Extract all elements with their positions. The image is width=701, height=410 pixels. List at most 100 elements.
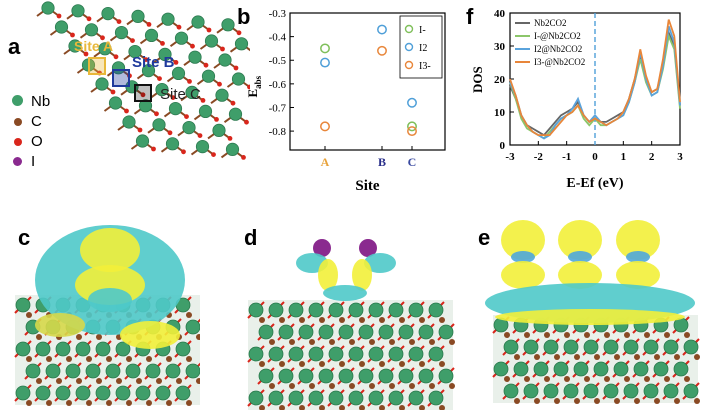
nb-atom: [165, 137, 180, 151]
legend-label: I3-@Nb2CO2: [534, 57, 585, 67]
data-point: [320, 121, 330, 132]
nb-atom: [161, 12, 175, 26]
depletion-region: [88, 288, 132, 312]
site-b-label: Site B: [132, 54, 175, 71]
nb-atom: [398, 368, 414, 384]
site-c-label: Site C: [160, 86, 201, 103]
o-atom: [230, 100, 236, 106]
nb-atom: [198, 104, 213, 119]
o-atom: [130, 38, 135, 43]
o-atom: [70, 32, 75, 38]
nb-atom: [428, 302, 444, 318]
c-atom: [584, 332, 590, 338]
y-tick-label: -0.7: [269, 102, 287, 114]
nb-atom: [25, 363, 41, 379]
c-atom: [76, 334, 82, 340]
c-atom: [359, 361, 365, 367]
o-atom: [143, 57, 149, 62]
nb-atom: [298, 368, 314, 384]
c-atom: [196, 334, 200, 340]
c-atom: [309, 383, 315, 389]
y-tick-label: -0.8: [269, 126, 287, 138]
y-tick-label: -0.4: [269, 32, 287, 44]
c-atom-icon: [14, 118, 22, 126]
nb-atom: [171, 66, 186, 81]
c-atom: [594, 398, 600, 404]
nb-atom: [182, 121, 196, 135]
o-atom: [203, 62, 209, 68]
nb-atom: [248, 302, 264, 318]
y-axis-label: Eabs: [245, 75, 263, 97]
c-atom: [86, 356, 92, 362]
nb-atom: [115, 385, 131, 401]
c-atom: [96, 334, 102, 340]
x-tick-label: -2: [534, 151, 544, 163]
nb-atom: [35, 341, 51, 357]
nb-atom: [98, 42, 112, 56]
nb-atom: [328, 390, 344, 406]
o-atom: [211, 152, 216, 158]
o-atom: [173, 60, 179, 65]
c-atom: [329, 383, 335, 389]
c-atom: [56, 378, 62, 384]
depletion-region: [568, 251, 592, 263]
nb-atom: [84, 23, 99, 37]
c-atom: [564, 376, 570, 382]
c-atom: [26, 356, 32, 362]
c-atom: [166, 400, 172, 406]
c-atom: [259, 317, 265, 323]
c-atom: [359, 317, 365, 323]
nb-atom: [75, 385, 91, 401]
c-atom: [289, 383, 295, 389]
nb-atom: [201, 69, 216, 83]
nb-atom: [188, 50, 202, 64]
y-tick-label: 20: [494, 74, 506, 86]
o-atom: [100, 35, 105, 41]
panel-e: e: [478, 205, 701, 410]
c-atom: [654, 354, 660, 360]
nb-atom: [543, 383, 559, 399]
y-tick-label: 40: [494, 8, 506, 20]
nb-atom: [388, 302, 404, 318]
nb-atom: [358, 324, 374, 340]
nb-atom: [643, 383, 659, 399]
data-point: [377, 45, 387, 56]
nb-atom: [174, 31, 189, 45]
c-atom: [299, 317, 305, 323]
legend-item-c: C: [12, 112, 50, 132]
legend-item-nb: Nb: [12, 92, 50, 112]
o-atom: [151, 146, 156, 152]
nb-atom: [212, 123, 226, 137]
nb-atom: [623, 383, 639, 399]
nb-atom: [144, 28, 159, 43]
site-a-marker: [88, 57, 106, 75]
nb-atom: [633, 361, 649, 377]
c-atom: [269, 383, 275, 389]
nb-atom: [15, 385, 31, 401]
c-atom: [514, 354, 520, 360]
nb-atom-icon: [12, 95, 23, 106]
c-atom: [389, 383, 395, 389]
nb-atom: [673, 361, 689, 377]
nb-atom: [268, 390, 284, 406]
c-atom: [614, 398, 620, 404]
c-atom: [574, 354, 580, 360]
o-atom: [190, 43, 195, 49]
o-atom: [227, 136, 233, 141]
nb-atom: [643, 339, 659, 355]
c-atom: [409, 339, 415, 345]
nb-atom: [41, 1, 55, 15]
c-atom: [674, 354, 680, 360]
c-atom: [196, 378, 200, 384]
c-atom: [309, 339, 315, 345]
panel-a: a Site A Site B Site C Nb C O I: [0, 0, 250, 190]
legend-label: I-: [419, 25, 426, 36]
y-tick-label: -0.5: [269, 55, 287, 67]
nb-atom: [158, 47, 172, 62]
c-atom: [146, 400, 152, 406]
panel-c: c: [0, 205, 200, 410]
depletion-region: [364, 253, 396, 273]
i-atom: [313, 239, 331, 257]
c-atom: [166, 356, 172, 362]
nb-atom: [125, 363, 141, 379]
